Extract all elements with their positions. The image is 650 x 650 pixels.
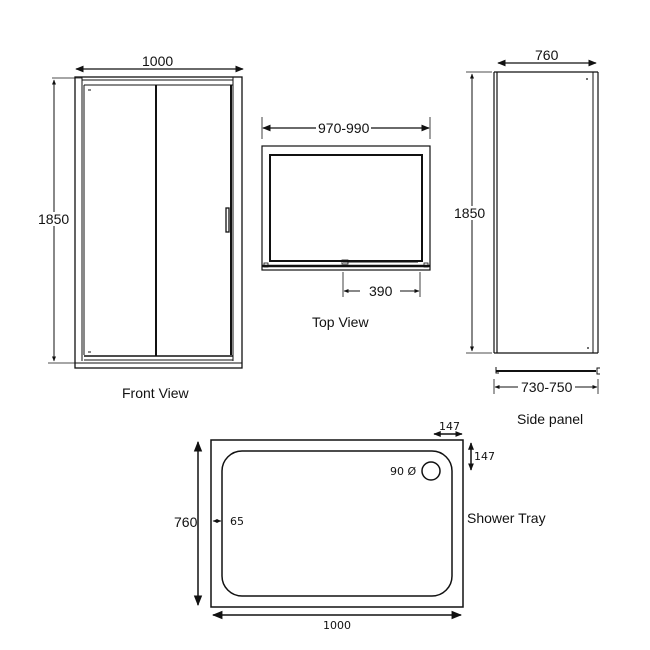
tray-waste-diameter-label: 90 Ø <box>390 465 417 478</box>
side-panel-width-label: 760 <box>533 47 561 63</box>
side-panel-adjust-label: 730-750 <box>519 379 575 395</box>
front-view-drawing <box>48 65 244 369</box>
front-view-height-label: 1850 <box>36 211 72 227</box>
tray-caption: Shower Tray <box>467 510 546 526</box>
tray-rim-label: 65 <box>230 515 244 528</box>
front-view-caption: Front View <box>122 385 189 401</box>
side-panel-caption: Side panel <box>517 411 584 427</box>
tray-depth-label: 760 <box>174 514 198 530</box>
top-view-drawing <box>261 117 431 297</box>
top-view-door-opening-label: 390 <box>367 283 395 299</box>
tray-waste-offset-y-label: 147 <box>474 450 495 463</box>
side-panel-drawing <box>466 59 600 394</box>
tray-width-label: 1000 <box>323 619 351 632</box>
top-view-caption: Top View <box>312 314 369 330</box>
shower-tray-drawing <box>193 431 474 620</box>
side-panel-height-label: 1850 <box>452 205 488 221</box>
front-view-width-label: 1000 <box>140 53 176 69</box>
tray-waste-offset-x-label: 147 <box>439 420 460 433</box>
top-view-width-label: 970-990 <box>316 120 372 136</box>
